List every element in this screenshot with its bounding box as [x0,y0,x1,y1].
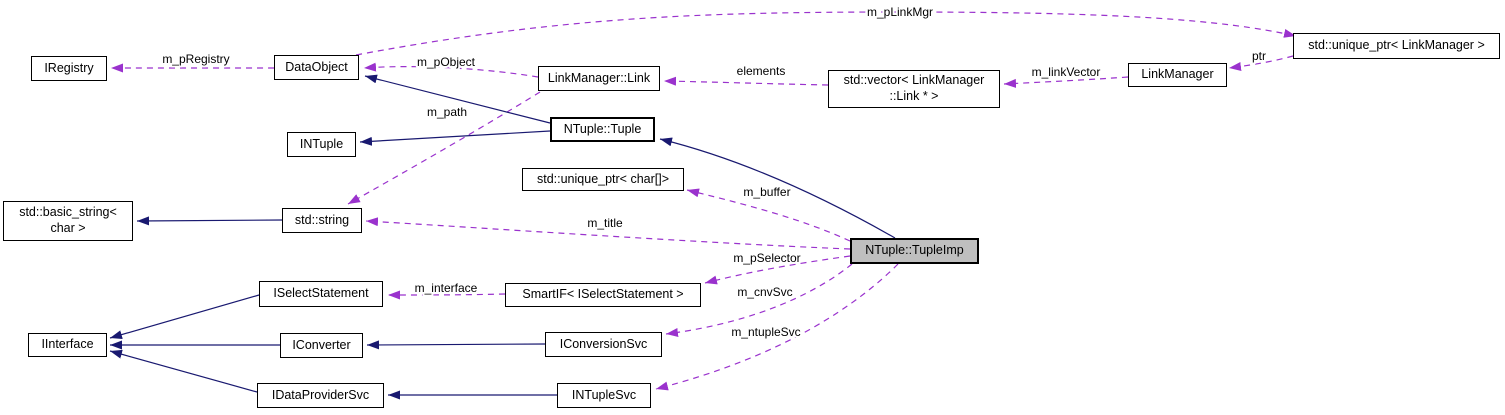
edge-ptr [1228,55,1294,71]
edge-label-m-buffer: m_buffer [743,185,790,199]
node-linkmanager[interactable]: LinkManager [1128,63,1227,87]
node-std-string[interactable]: std::string [282,208,362,233]
edge-m-linkvector [1003,76,1129,88]
node-std-unique-ptr-char-array[interactable]: std::unique_ptr< char[]> [522,168,684,191]
node-intuplesvc[interactable]: INTupleSvc [557,383,651,408]
edge-m-cnvsvc [665,263,853,337]
node-dataobject[interactable]: DataObject [274,55,359,80]
node-iselectstatement[interactable]: ISelectStatement [259,281,383,307]
edge-idataprovidersvc-inherits-iinterface [109,349,258,393]
node-iregistry[interactable]: IRegistry [31,56,107,81]
edge-tupleimp-inherits-tuple [659,137,896,239]
node-ntuple-tuple[interactable]: NTuple::Tuple [550,117,655,142]
edge-label-m-pselector: m_pSelector [733,251,800,265]
edge-tuple-inherits-dataobject [364,74,551,124]
node-iconversionsvc[interactable]: IConversionSvc [545,332,662,357]
edge-m-ntuplesvc [655,263,899,391]
edge-elements [663,76,829,86]
edge-label-m-path: m_path [427,105,467,119]
edge-label-elements: elements [737,64,786,78]
node-std-basic-string-char[interactable]: std::basic_string< char > [3,201,133,241]
node-ntuple-tupleimp[interactable]: NTuple::TupleImp [850,238,979,264]
edge-iconversionsvc-inherits-iconverter [366,340,546,350]
node-iconverter[interactable]: IConverter [280,333,363,358]
edge-label-m-cnvsvc: m_cnvSvc [737,285,792,299]
edge-label-m-pobject: m_pObject [417,55,476,69]
edge-tuple-inherits-intuple [359,130,551,146]
edge-label-m-linkvector: m_linkVector [1032,65,1101,79]
edge-string-inherits-basicstring [136,216,283,226]
node-std-unique-ptr-linkmanager[interactable]: std::unique_ptr< LinkManager > [1293,33,1500,59]
node-intuple[interactable]: INTuple [287,132,356,157]
edge-m-title [365,217,851,250]
edge-label-m-pregistry: m_pRegistry [162,52,229,66]
edge-label-m-interface: m_interface [415,281,478,295]
edge-m-interface [387,290,506,300]
edge-label-m-ntuplesvc: m_ntupleSvc [731,325,800,339]
edge-iselectstatement-inherits-iinterface [109,294,260,339]
node-idataprovidersvc[interactable]: IDataProviderSvc [257,383,384,408]
edge-label-m-title: m_title [587,216,623,230]
edge-m-plinkmgr [355,11,1297,56]
node-iinterface[interactable]: IInterface [28,333,107,357]
node-smartif-iselectstatement[interactable]: SmartIF< ISelectStatement > [505,283,701,307]
node-std-vector-linkmanager-link[interactable]: std::vector< LinkManager ::Link * > [828,70,1000,108]
edge-m-path [347,91,541,205]
edge-label-ptr: ptr [1252,49,1266,63]
edge-label-m-plinkmgr: m_pLinkMgr [867,5,933,19]
node-linkmanager-link[interactable]: LinkManager::Link [538,66,660,91]
